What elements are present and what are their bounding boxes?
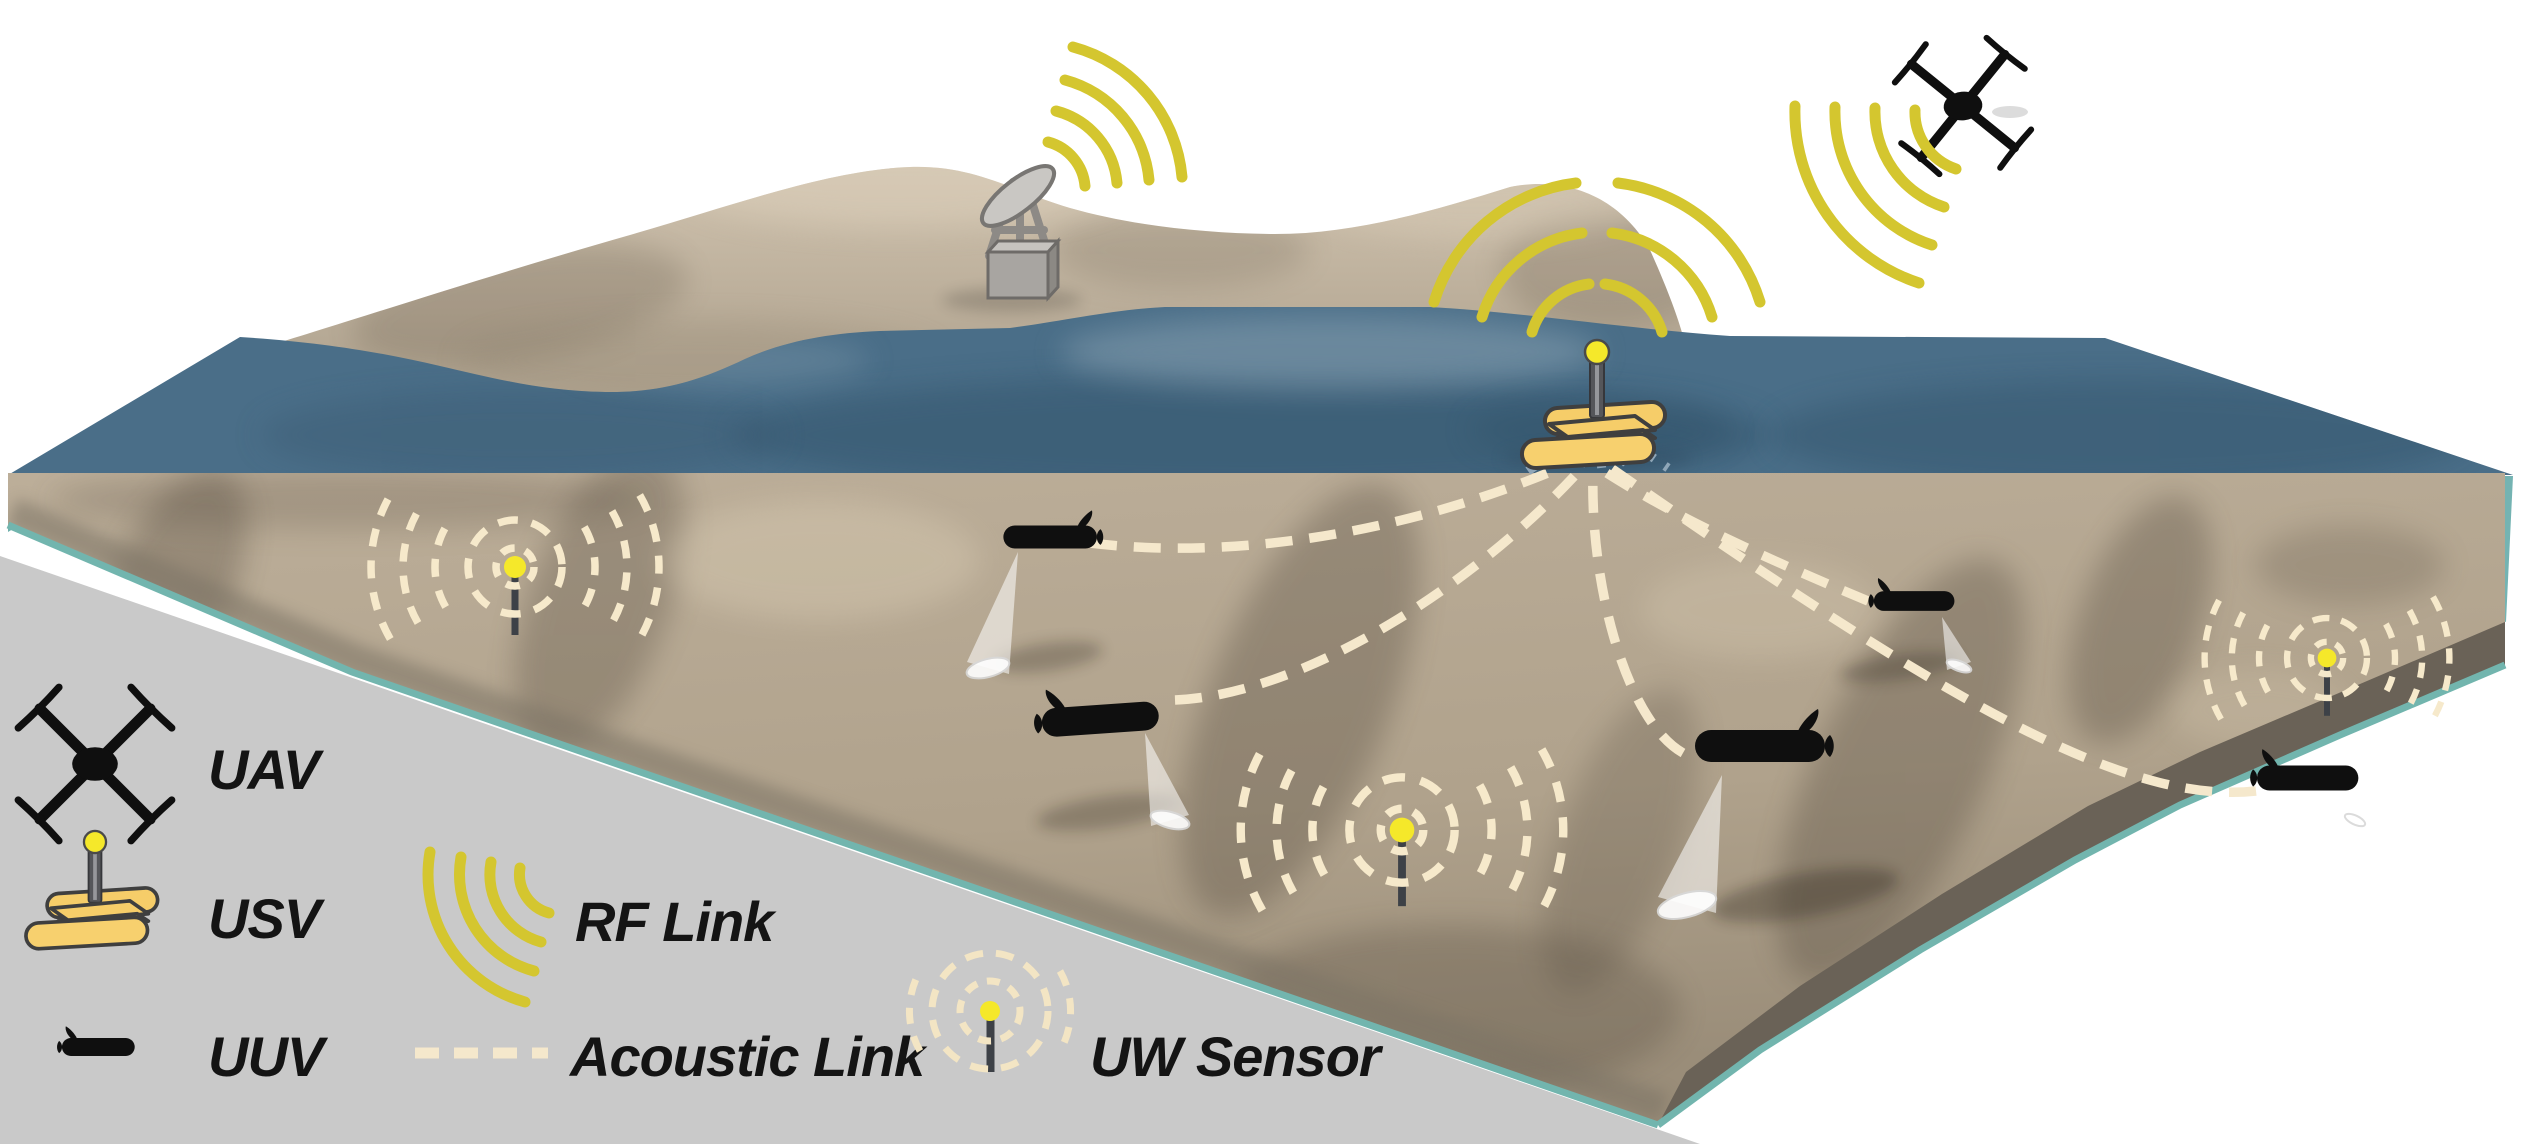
uuv-sensor-cones xyxy=(965,552,2367,920)
uw-sensor-icon xyxy=(905,949,1075,1073)
rf-link-icon xyxy=(422,846,555,1008)
legend-label-uuv: UUV xyxy=(208,1025,329,1088)
acoustic-links xyxy=(1089,462,2257,797)
acoustic-link-usv-uuv5 xyxy=(1605,462,2257,797)
sensor-cone xyxy=(1656,775,1722,920)
sensor-cone xyxy=(2338,790,2367,828)
legend-label-uw-sensor: UW Sensor xyxy=(1090,1025,1384,1088)
legend-panel xyxy=(0,556,1700,1144)
legend: UAV USV UUV RF Link Acoustic Link UW Sen… xyxy=(18,687,1385,1088)
sensor-cone xyxy=(1145,733,1191,831)
legend-label-uav: UAV xyxy=(208,738,325,801)
uav-blur-shadow xyxy=(1992,106,2028,118)
uuv-5 xyxy=(2250,749,2359,791)
ground-station xyxy=(942,41,1188,312)
rf-waves-ground-station xyxy=(1042,41,1188,192)
rf-waves-usv xyxy=(1428,177,1766,338)
sensor-cone xyxy=(1942,617,1973,674)
acoustic-link-usv-uuv1 xyxy=(1089,463,1562,553)
ground-station-base xyxy=(984,237,1062,302)
acoustic-link-usv-uuv3 xyxy=(1588,471,1686,758)
seabed-edge-line-right xyxy=(1655,661,2507,1128)
uuv-shadows xyxy=(993,641,1960,923)
sensor-cone xyxy=(965,552,1018,680)
seabed-cliff-face xyxy=(1658,622,2505,1125)
legend-label-rf-link: RF Link xyxy=(575,890,777,953)
rf-waves-uav xyxy=(1789,100,1962,289)
seabed-edge-line-left xyxy=(6,521,1660,1129)
legend-label-acoustic-link: Acoustic Link xyxy=(568,1025,928,1088)
acoustic-link-usv-uuv4 xyxy=(1599,466,1870,606)
satellite-dish-icon xyxy=(979,164,1057,228)
acoustic-link-usv-uuv2 xyxy=(1174,466,1584,705)
legend-label-usv: USV xyxy=(208,887,326,950)
